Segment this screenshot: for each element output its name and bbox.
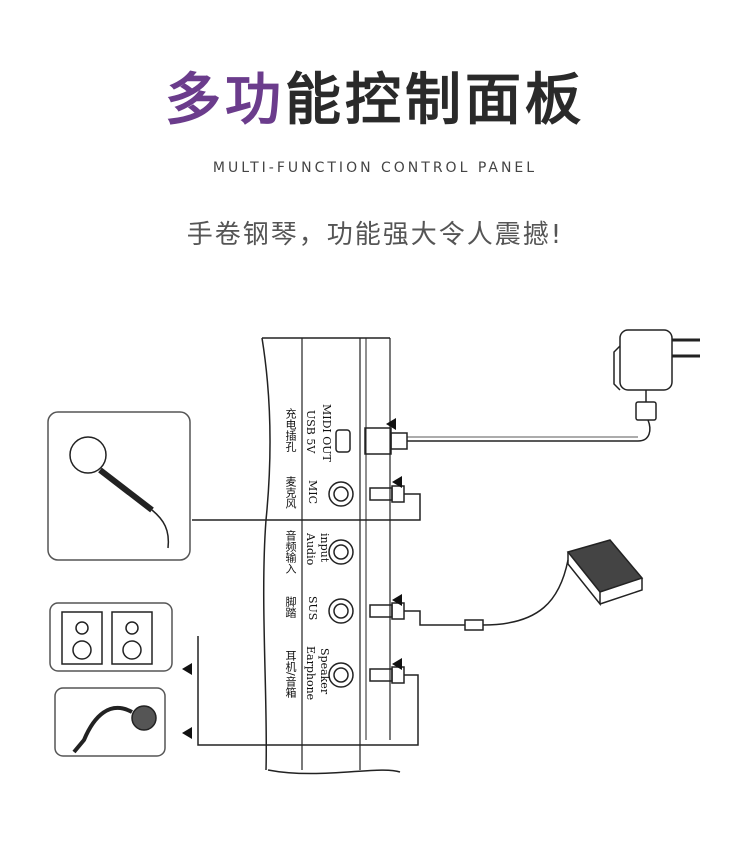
port-label-en-earphone: Earphone bbox=[304, 646, 317, 701]
port-label-en-sus: SUS bbox=[306, 596, 319, 621]
port-label-cn-audio: 音频输入 bbox=[284, 530, 297, 574]
port-label-en-usb: USB 5V bbox=[304, 410, 317, 454]
title-part-main: 能控制面板 bbox=[285, 68, 585, 133]
sus-cable bbox=[369, 559, 569, 631]
port-label-cn-sus: 脚踏 bbox=[284, 596, 297, 618]
title-part-accent: 多功 bbox=[165, 68, 285, 133]
port-label-cn-mic: 麦克风 bbox=[284, 476, 297, 509]
earphone-jack bbox=[328, 662, 354, 688]
speaker-icon bbox=[49, 602, 173, 672]
sustain-pedal-icon bbox=[566, 539, 644, 607]
port-label-en-audio: Audio bbox=[304, 533, 317, 566]
mic-jack bbox=[328, 481, 354, 507]
page-subtitle: MULTI-FUNCTION CONTROL PANEL bbox=[212, 160, 538, 176]
port-label-en-input: input bbox=[318, 533, 331, 563]
power-adapter-icon bbox=[613, 329, 700, 421]
microphone-icon bbox=[47, 411, 191, 561]
page-title: 多功能控制面板 bbox=[0, 66, 750, 136]
usb-cable bbox=[364, 419, 651, 455]
usb-port bbox=[335, 429, 351, 453]
audio-input-jack bbox=[328, 539, 354, 565]
page-tagline: 手卷钢琴，功能强大令人震撼! bbox=[186, 220, 564, 250]
port-label-cn-earphone: 耳机/音箱 bbox=[284, 650, 297, 698]
port-label-en-speaker: Speaker bbox=[318, 648, 331, 695]
port-label-cn-usb: 充电插孔 bbox=[284, 408, 297, 452]
port-label-en-midi: MIDI OUT bbox=[320, 404, 333, 462]
keyboard-panel bbox=[261, 337, 401, 775]
port-label-en-mic: MIC bbox=[306, 480, 319, 505]
sus-jack bbox=[328, 598, 354, 624]
arrow-icons bbox=[182, 418, 402, 739]
mic-cable bbox=[192, 485, 421, 521]
earphone-icon bbox=[54, 687, 166, 757]
